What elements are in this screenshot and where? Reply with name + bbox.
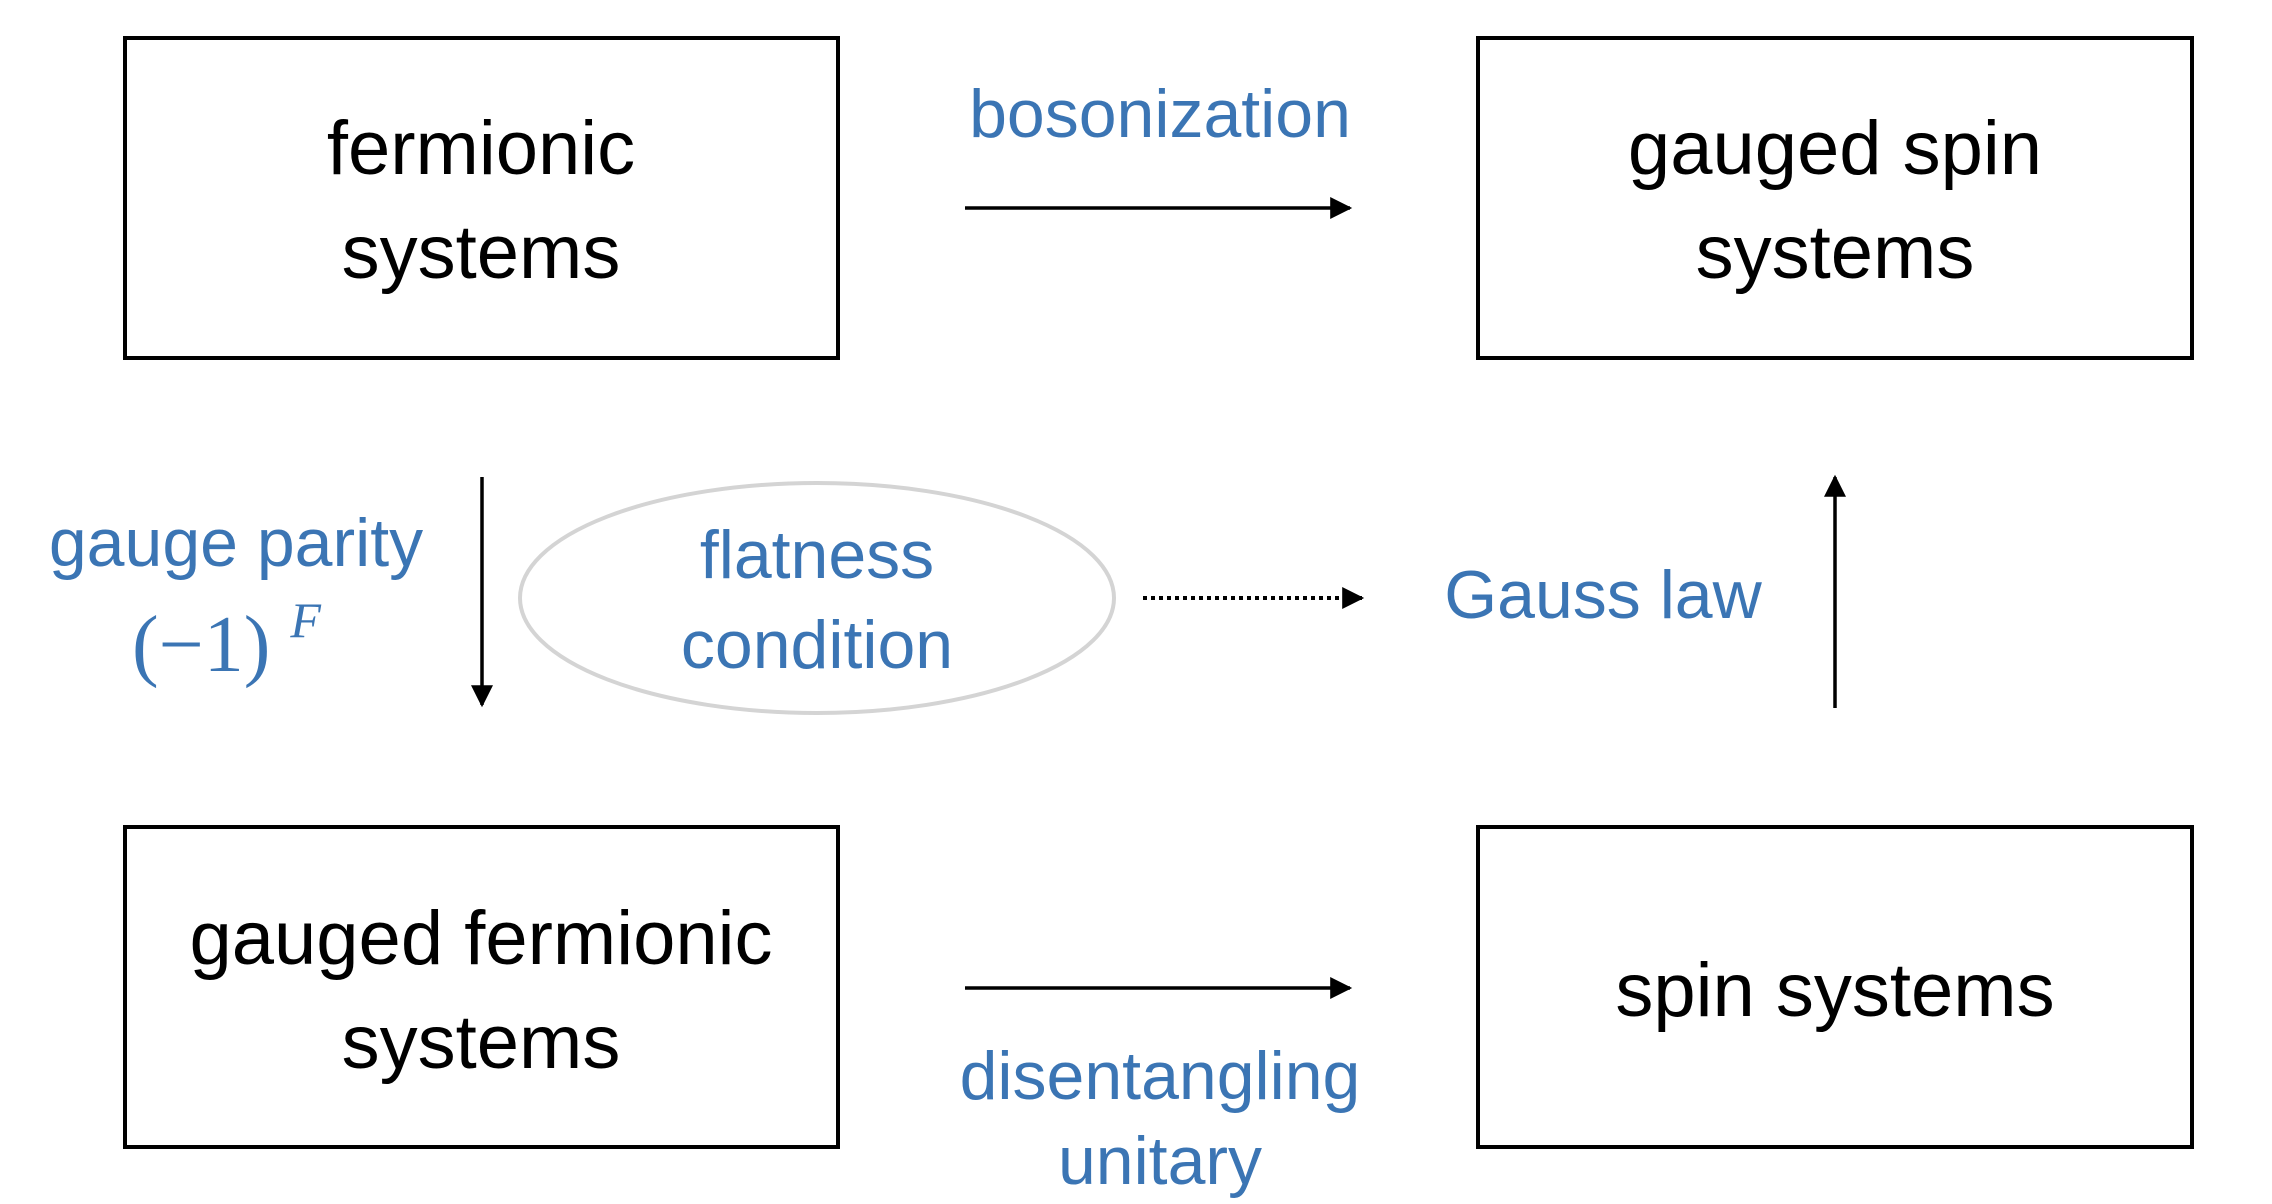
- fermionic-systems-node: fermionic systems: [123, 36, 840, 360]
- fermionic-systems-line2: systems: [342, 210, 621, 295]
- spin-systems-node: spin systems: [1476, 825, 2194, 1149]
- gauge-parity-label: gauge parity: [49, 505, 423, 581]
- gauge-parity-edge: gauge parity (−1) F: [49, 477, 493, 708]
- bosonization-label: bosonization: [969, 76, 1351, 152]
- disentangling-unitary-edge: disentangling unitary: [960, 977, 1361, 1199]
- gauged-fermionic-systems-line1: gauged fermionic: [189, 896, 772, 981]
- disentangling-label-line2: unitary: [1058, 1123, 1262, 1199]
- gauged-spin-systems-node: gauged spin systems: [1476, 36, 2194, 360]
- flatness-condition-node: flatness condition: [518, 481, 1116, 715]
- gauged-fermionic-systems-node: gauged fermionic systems: [123, 825, 840, 1149]
- gauged-fermionic-systems-line2: systems: [342, 1000, 621, 1085]
- spin-systems-box: [1476, 825, 2194, 1149]
- fermionic-systems-line1: fermionic: [327, 106, 635, 191]
- parity-operator-superscript: F: [289, 592, 321, 648]
- gauged-fermionic-systems-box: [123, 825, 840, 1149]
- gauged-spin-systems-box: [1476, 36, 2194, 360]
- spin-systems-label: spin systems: [1615, 948, 2054, 1033]
- disentangling-label-line1: disentangling: [960, 1038, 1361, 1114]
- flatness-label-line1: flatness: [700, 517, 934, 593]
- gauged-spin-systems-line2: systems: [1696, 210, 1975, 295]
- parity-operator-formula: (−1) F: [132, 592, 321, 689]
- parity-operator-base: (−1): [132, 601, 270, 689]
- bosonization-edge: bosonization: [965, 76, 1353, 219]
- flatness-condition-ellipse: [518, 481, 1116, 715]
- gauss-law-label: Gauss law: [1444, 557, 1762, 633]
- flatness-label-line2: condition: [681, 607, 953, 683]
- gauged-spin-systems-line1: gauged spin: [1628, 106, 2042, 191]
- fermionic-systems-box: [123, 36, 840, 360]
